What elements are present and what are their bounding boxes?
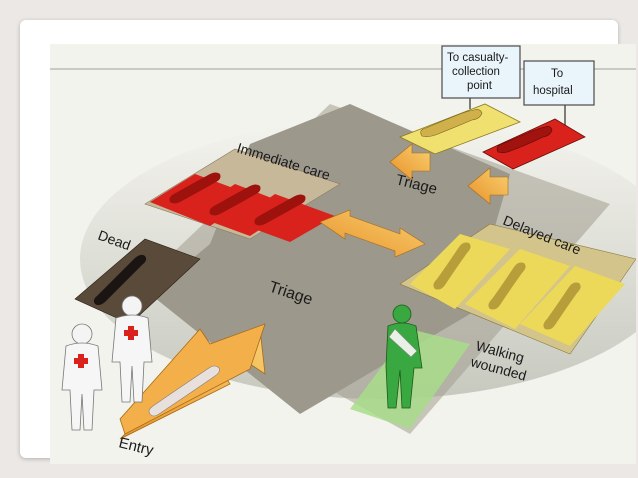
sign-casualty-line-2: collection xyxy=(452,66,500,78)
entry-arrow xyxy=(119,323,266,440)
sign-casualty-line-1: To casualty- xyxy=(447,52,509,64)
medical-figure-back xyxy=(111,295,153,403)
arrow-to-casualty-point xyxy=(389,143,431,181)
sign-casualty-line-3: point xyxy=(467,80,493,92)
walking-wounded-figure xyxy=(385,304,423,409)
delayed-care-zone: Delayed care xyxy=(399,212,636,355)
double-arrow xyxy=(319,209,426,258)
triage-diagram: To casualty- collection point To hospita… xyxy=(50,44,636,464)
sign-to-hospital: To hospital xyxy=(523,60,595,134)
slide-frame: To casualty- collection point To hospita… xyxy=(20,20,636,464)
sign-casualty-collection-point: To casualty- collection point xyxy=(441,45,521,109)
hospital-pad xyxy=(482,118,586,170)
sign-hospital-line-2: hospital xyxy=(533,85,573,97)
arrow-to-hospital xyxy=(467,167,509,205)
immediate-care-zone: Immediate care xyxy=(144,140,341,242)
sign-hospital-line-1: To xyxy=(551,68,563,80)
medical-figure-front xyxy=(61,323,103,431)
casualty-collection-pad xyxy=(399,103,521,155)
